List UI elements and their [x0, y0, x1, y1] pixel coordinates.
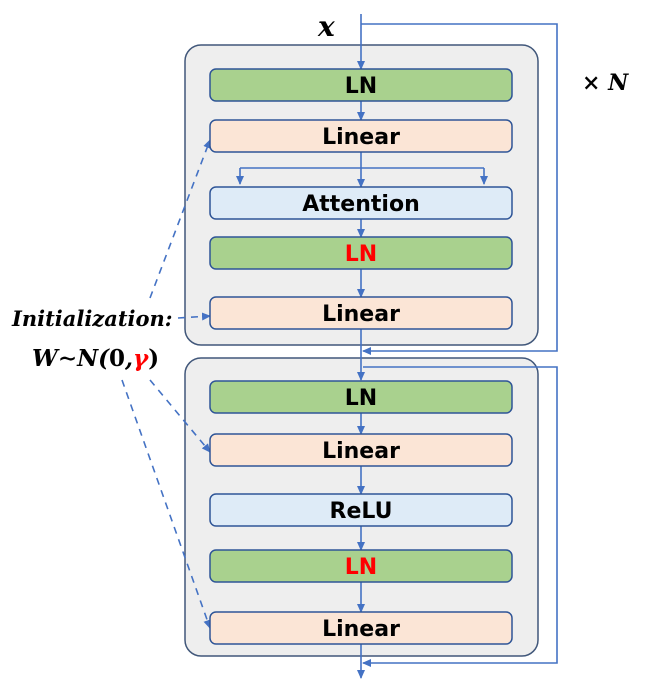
initialization-title: Initialization: — [11, 306, 173, 331]
init-arrow-linear-2 — [177, 312, 211, 321]
attention-linear-label-5: Linear — [322, 302, 400, 327]
initialization-formula: W∼N(0,γ) — [32, 345, 159, 372]
attention-linear-label-2: Linear — [322, 125, 400, 150]
attention-ln-block-4 — [209, 236, 513, 270]
ffn-linear-block-5 — [209, 611, 513, 645]
ffn-ln-block-4 — [209, 549, 513, 583]
ffn-linear-label-5: Linear — [322, 617, 400, 642]
init-arrow-linear-4 — [121, 379, 212, 629]
ffn-linear-label-2: Linear — [322, 439, 400, 464]
ffn-relu-label-3: ReLU — [330, 499, 393, 524]
attention-attention-label-3: Attention — [302, 192, 419, 217]
input-symbol: x — [317, 10, 335, 43]
flow-arrows — [236, 14, 558, 679]
attention-ln-label-4: LN — [345, 242, 377, 267]
ffn-ln-label-1: LN — [345, 386, 377, 411]
formula-variance: γ — [133, 345, 150, 372]
repeat-label: × N — [582, 70, 629, 96]
formula-prefix: W∼N( — [32, 345, 110, 372]
ffn-relu-block-3 — [209, 493, 513, 527]
attention-ln-label-1: LN — [345, 74, 377, 99]
init-arrow-linear-3 — [149, 379, 211, 453]
ffn-ln-block-1 — [209, 380, 513, 414]
attention-linear-block-2 — [209, 119, 513, 153]
initialization-arrows — [121, 139, 212, 629]
attention-attention-block-3 — [209, 186, 513, 220]
init-arrow-linear-1 — [149, 139, 211, 299]
residual-attention — [361, 23, 558, 355]
layer-blocks: LNLinearAttentionLNLinearLNLinearReLULNL… — [209, 68, 513, 645]
formula-mean: 0 — [109, 345, 125, 372]
residual-ffn — [362, 366, 558, 667]
attention-ln-block-1 — [209, 68, 513, 102]
formula-suffix: ) — [148, 345, 159, 372]
ffn-ln-label-4: LN — [345, 555, 377, 580]
formula-sep: , — [124, 345, 133, 372]
attention-linear-block-5 — [209, 296, 513, 330]
ffn-linear-block-2 — [209, 433, 513, 467]
